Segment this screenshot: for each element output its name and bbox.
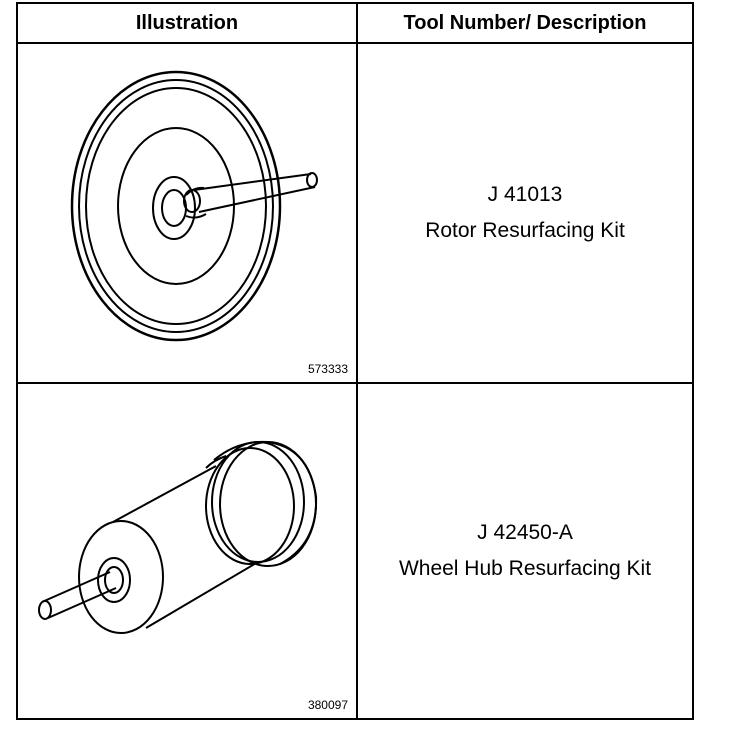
header-tool-description: Tool Number/ Description — [403, 11, 647, 34]
tool-description: Rotor Resurfacing Kit — [425, 219, 625, 242]
table-row: 380097 J 42450-A Wheel Hub Resurfacing K… — [18, 384, 692, 718]
column-divider — [356, 384, 358, 718]
figure-number: 380097 — [307, 698, 348, 712]
column-divider — [356, 44, 358, 382]
header-illustration: Illustration — [135, 11, 239, 34]
illustration-cell: 380097 — [18, 384, 356, 718]
description-cell: J 41013 Rotor Resurfacing Kit — [358, 44, 692, 382]
figure-number: 573333 — [307, 362, 348, 376]
tool-description: Wheel Hub Resurfacing Kit — [398, 557, 652, 580]
illustration-cell: 573333 — [18, 44, 356, 382]
rotor-disc-icon — [70, 70, 318, 342]
table-header-row: Illustration Tool Number/ Description — [18, 4, 692, 44]
tool-table: Illustration Tool Number/ Description — [16, 2, 694, 720]
wheel-hub-tool-icon — [38, 440, 318, 634]
tool-number: J 42450-A — [477, 521, 573, 544]
table-row: 573333 J 41013 Rotor Resurfacing Kit — [18, 44, 692, 384]
tool-number: J 41013 — [487, 183, 563, 206]
column-divider — [356, 4, 358, 42]
description-cell: J 42450-A Wheel Hub Resurfacing Kit — [358, 384, 692, 718]
